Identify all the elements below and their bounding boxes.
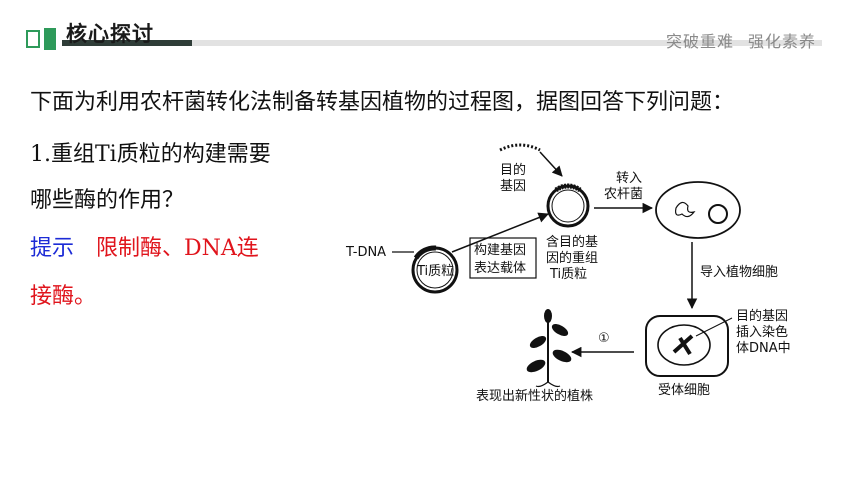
hint-label: 提示 <box>30 236 75 261</box>
recipient-cell-icon <box>645 315 729 377</box>
label-target-gene-2: 基因 <box>500 179 526 194</box>
label-recombinant-2: 因的重组 <box>546 250 598 266</box>
section-header: 核心探讨 突破重难强化素养 <box>0 0 860 60</box>
label-transfer-1: 转入 <box>616 171 642 186</box>
label-insert-2: 插入染色 <box>736 324 788 340</box>
label-target-gene-1: 目的 <box>500 162 526 178</box>
label-build-vector-2: 表达载体 <box>474 261 526 276</box>
new-plant-icon <box>526 309 572 388</box>
build-vector-box <box>469 237 537 279</box>
label-step-number: ① <box>598 331 610 346</box>
label-insert-1: 目的基因 <box>736 308 788 324</box>
agrobacterium-cell-icon <box>655 181 741 239</box>
header-deco-fill-icon <box>44 28 56 50</box>
arrow-gene-to-plasmid <box>539 151 563 177</box>
header-tagline: 突破重难强化素养 <box>666 28 816 52</box>
hint-answer-1: 限制酶、DNA连 <box>96 236 259 261</box>
label-insert-3: 体DNA中 <box>736 341 791 356</box>
label-transfer-2: 农杆菌 <box>604 187 643 202</box>
header-underline <box>62 40 822 46</box>
question-line-1: 1.重组Ti质粒的构建需要 <box>30 142 271 167</box>
label-new-plant: 表现出新性状的植株 <box>476 388 593 404</box>
header-deco-outline-icon <box>26 30 40 48</box>
label-build-vector-1: 构建基因 <box>474 243 526 258</box>
question-line-2: 哪些酶的作用？ <box>30 188 185 213</box>
section-title: 核心探讨 <box>66 22 154 46</box>
label-tdna: T-DNA <box>345 245 386 260</box>
label-import-plant-cell: 导入植物细胞 <box>700 265 778 280</box>
tagline-part-2: 强化素养 <box>747 32 816 51</box>
arrow-ti-to-recombinant <box>451 212 549 253</box>
label-recombinant-3: Ti质粒 <box>549 267 587 282</box>
hint-line-1: 提示限制酶、DNA连 <box>30 230 259 262</box>
hint-answer-2: 接酶。 <box>30 284 97 309</box>
tagline-part-1: 突破重难 <box>665 32 734 51</box>
target-gene-fragment <box>499 143 541 152</box>
transgenic-process-diagram: 目的 基因 含目的基 因的重组 Ti质粒 T-DNA Ti质粒 构建基因 表达载… <box>345 143 791 404</box>
label-recipient-cell: 受体细胞 <box>658 383 710 398</box>
intro-text: 下面为利用农杆菌转化法制备转基因植物的过程图，据图回答下列问题： <box>30 90 735 115</box>
recombinant-plasmid-icon <box>546 184 590 228</box>
label-recombinant-1: 含目的基 <box>546 234 598 250</box>
label-ti-plasmid: Ti质粒 <box>416 264 454 279</box>
header-underline-accent <box>62 40 192 46</box>
